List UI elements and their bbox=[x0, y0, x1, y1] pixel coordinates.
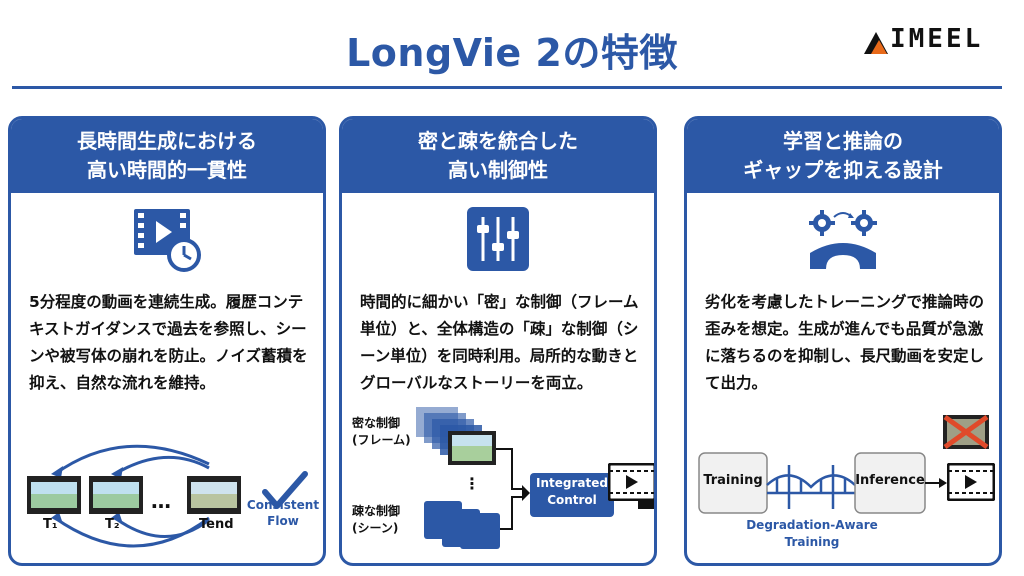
control-diagram: ⋮ bbox=[416, 407, 654, 549]
label-tend: Tend bbox=[199, 517, 234, 532]
caption-line1: Degradation-Aware bbox=[746, 518, 878, 532]
output-play-icon bbox=[608, 463, 654, 501]
consistent-line2: Flow bbox=[267, 514, 299, 528]
card-header-line2: 高い時間的一貫性 bbox=[87, 158, 247, 182]
sparse-line1: 疎な制御 bbox=[352, 504, 401, 518]
sparse-frame-stack bbox=[424, 501, 500, 549]
page-title: LongVie 2の特徴 bbox=[346, 31, 678, 75]
gears-bridge-icon bbox=[809, 210, 877, 269]
logo-mountain-icon bbox=[864, 32, 888, 54]
output-play-icon bbox=[947, 463, 995, 501]
card-description: 5分程度の動画を連続生成。履歴コンテキストガイダンスで過去を参照し、シーンや被写… bbox=[29, 293, 308, 392]
label-t2: T₂ bbox=[105, 517, 120, 532]
consistent-flow-label: Consistent Flow bbox=[245, 497, 321, 529]
check-icon bbox=[262, 471, 308, 509]
card-description: 劣化を考慮したトレーニングで推論時の歪みを想定。生成が進んでも品質が急激に落ちる… bbox=[705, 293, 985, 392]
feature-card-train-infer-gap: 学習と推論の ギャップを抑える設計 劣化を考慮したトレーニングで推論時の歪みを想… bbox=[684, 116, 1002, 566]
card-header-line2: ギャップを抑える設計 bbox=[743, 158, 943, 182]
dense-frame-stack bbox=[416, 407, 496, 465]
caption-line2: Training bbox=[784, 535, 840, 549]
feature-card-temporal-consistency: 長時間生成における 高い時間的一貫性 5分程度の動画を連続生成。履歴コンテキスト… bbox=[8, 116, 326, 566]
title-divider bbox=[12, 86, 1002, 89]
dense-control-label: 密な制御 (フレーム) bbox=[352, 415, 411, 449]
degraded-frame-icon bbox=[943, 414, 989, 450]
logo: IMEEL bbox=[862, 24, 1002, 60]
degradation-aware-caption: Degradation-Aware Training bbox=[737, 517, 887, 551]
video-clock-icon bbox=[134, 209, 201, 272]
training-diagram bbox=[698, 414, 989, 514]
sparse-line2: (シーン) bbox=[352, 521, 399, 535]
card-header: 長時間生成における 高い時間的一貫性 bbox=[11, 119, 323, 193]
dense-line1: 密な制御 bbox=[352, 416, 401, 430]
integrated-line1: Integrated bbox=[536, 476, 608, 490]
integrated-control-label: Integrated Control bbox=[530, 475, 614, 509]
card-header-line2: 高い制御性 bbox=[448, 158, 548, 182]
integrated-line2: Control bbox=[547, 493, 597, 507]
bridge-icon bbox=[766, 465, 856, 509]
svg-text:⋮: ⋮ bbox=[464, 474, 480, 493]
card-header: 学習と推論の ギャップを抑える設計 bbox=[687, 119, 999, 193]
consistent-line1: Consistent bbox=[246, 498, 320, 512]
sliders-icon bbox=[467, 207, 529, 271]
label-t1: T₁ bbox=[43, 517, 58, 532]
film-frame-t1 bbox=[27, 476, 81, 514]
card-header-line1: 長時間生成における bbox=[77, 129, 257, 153]
integrated-control-box bbox=[530, 473, 614, 517]
film-frame-t2 bbox=[89, 476, 143, 514]
card-header-line1: 密と疎を統合した bbox=[418, 129, 578, 153]
training-label: Training bbox=[703, 473, 763, 488]
consistency-diagram bbox=[27, 444, 308, 548]
card-description: 時間的に細かい「密」な制御（フレーム単位）と、全体構造の「疎」な制御（シーン単位… bbox=[360, 293, 639, 392]
logo-text: IMEEL bbox=[890, 24, 984, 54]
card-header-line1: 学習と推論の bbox=[783, 129, 903, 153]
feature-card-controllability: 密と疎を統合した 高い制御性 時間的に細かい「密」な制御（フレーム単位）と、全体… bbox=[339, 116, 657, 566]
dense-line2: (フレーム) bbox=[352, 433, 411, 447]
sparse-control-label: 疎な制御 (シーン) bbox=[352, 503, 400, 537]
inference-label: Inference bbox=[855, 473, 925, 488]
training-box bbox=[698, 452, 768, 514]
film-frame-tend bbox=[187, 476, 241, 514]
ellipsis: … bbox=[151, 489, 171, 513]
card-header: 密と疎を統合した 高い制御性 bbox=[342, 119, 654, 193]
